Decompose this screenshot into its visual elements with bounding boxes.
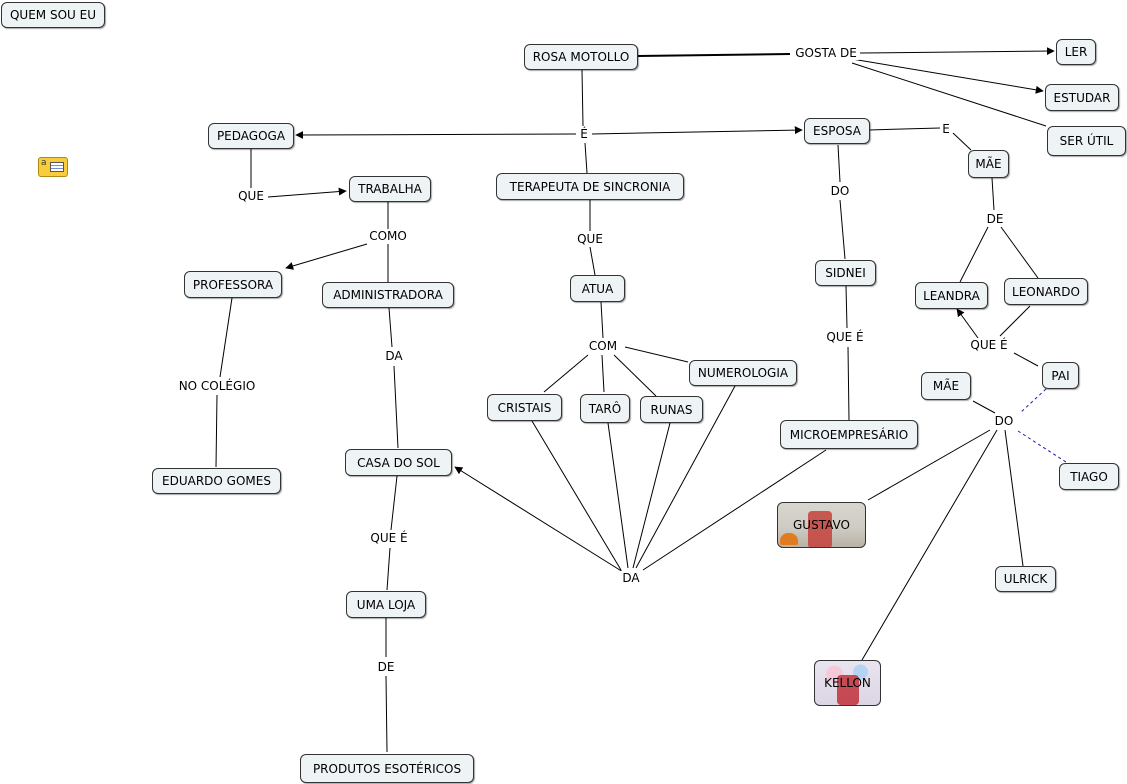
concept-eduardo-gomes[interactable]: EDUARDO GOMES [152, 468, 281, 494]
link-label-que-e-leonardo: QUE É [968, 338, 1010, 352]
concept-ler[interactable]: LER [1056, 39, 1096, 65]
concept-quem-sou-eu[interactable]: QUEM SOU EU [1, 2, 105, 28]
concept-leandra[interactable]: LEANDRA [915, 282, 988, 309]
concept-pedagoga[interactable]: PEDAGOGA [208, 123, 294, 149]
link-label-que-trabalha: QUE [236, 189, 266, 203]
concept-rosa-motollo[interactable]: ROSA MOTOLLO [524, 44, 638, 70]
concept-produtos-esotericos[interactable]: PRODUTOS ESOTÉRICOS [300, 754, 474, 783]
link-label-e-acento: É [578, 127, 590, 141]
concept-trabalha[interactable]: TRABALHA [349, 176, 431, 202]
link-label-de-filhos: DE [984, 212, 1006, 226]
link-label-gosta-de: GOSTA DE [793, 46, 859, 60]
concept-mae-bottom[interactable]: MÃE [921, 372, 971, 400]
link-label-do-pai: DO [992, 414, 1016, 428]
annotation-note-icon[interactable] [38, 157, 68, 177]
link-label-e: E [940, 122, 952, 136]
link-label-de-loja: DE [375, 660, 397, 674]
link-label-que-e-casa: QUE É [368, 531, 410, 545]
concept-sidnei[interactable]: SIDNEI [815, 260, 876, 286]
photo-caption-kellon: KELLON [824, 676, 871, 690]
concept-leonardo[interactable]: LEONARDO [1004, 278, 1088, 305]
concept-administradora[interactable]: ADMINISTRADORA [322, 282, 454, 308]
concept-casa-do-sol[interactable]: CASA DO SOL [345, 449, 452, 476]
link-label-que-e-sidnei: QUE É [824, 330, 866, 344]
link-label-que-atua: QUE [575, 232, 605, 246]
concept-terapeuta-de-sincronia[interactable]: TERAPEUTA DE SINCRONIA [496, 173, 684, 200]
concept-cristais[interactable]: CRISTAIS [487, 394, 562, 421]
link-label-da-admin: DA [383, 349, 405, 363]
concept-runas[interactable]: RUNAS [640, 396, 703, 423]
photo-node-gustavo[interactable]: GUSTAVO [777, 502, 866, 548]
concept-professora[interactable]: PROFESSORA [184, 271, 282, 298]
link-label-do-sidnei: DO [828, 184, 852, 198]
concept-tiago[interactable]: TIAGO [1059, 463, 1119, 490]
link-label-no-colegio: NO COLÉGIO [176, 379, 258, 393]
link-label-da-bottom: DA [620, 571, 642, 585]
concept-uma-loja[interactable]: UMA LOJA [346, 591, 426, 618]
concept-microempresario[interactable]: MICROEMPRESÁRIO [780, 420, 918, 449]
concept-atua[interactable]: ATUA [570, 275, 625, 302]
concept-mae-top[interactable]: MÃE [968, 150, 1009, 178]
concept-numerologia[interactable]: NUMEROLOGIA [689, 360, 797, 386]
concept-ser-util[interactable]: SER ÚTIL [1047, 126, 1126, 156]
concept-pai[interactable]: PAI [1042, 362, 1079, 389]
concept-taro[interactable]: TARÔ [580, 394, 630, 423]
link-label-como: COMO [367, 229, 409, 243]
link-label-com: COM [586, 339, 620, 353]
concept-estudar[interactable]: ESTUDAR [1045, 84, 1119, 111]
concept-esposa[interactable]: ESPOSA [804, 118, 870, 144]
photo-node-kellon[interactable]: KELLON [814, 660, 881, 706]
photo-caption-gustavo: GUSTAVO [793, 518, 850, 532]
concept-ulrick[interactable]: ULRICK [995, 566, 1056, 592]
